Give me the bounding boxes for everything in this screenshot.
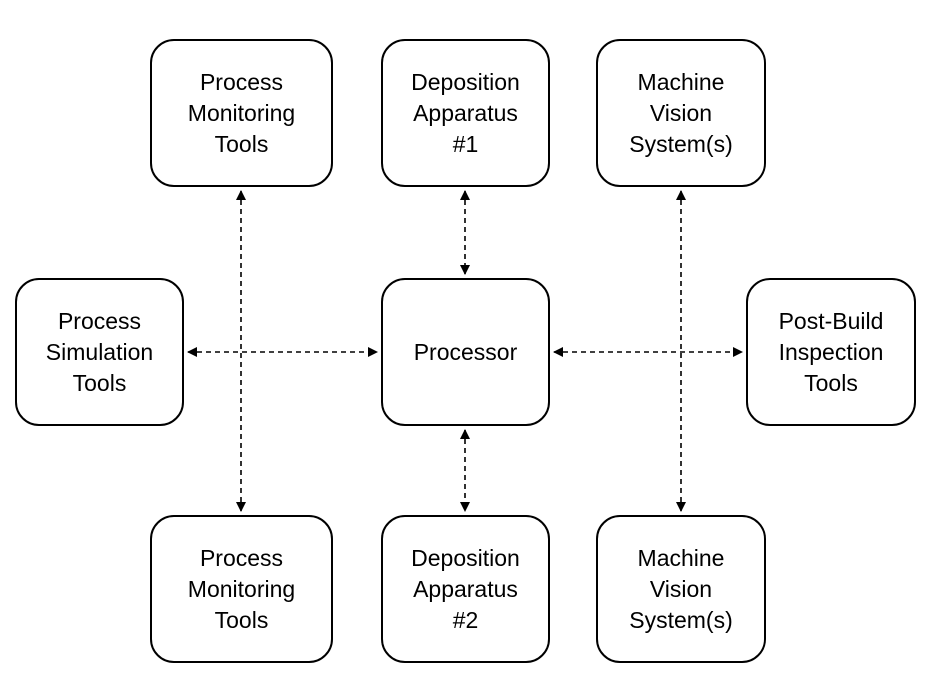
- post-build-inspection-tools-label: Post-Build Inspection Tools: [779, 306, 884, 399]
- deposition-apparatus-1-label: Deposition Apparatus #1: [411, 67, 520, 160]
- machine-vision-systems-bottom-box: Machine Vision System(s): [596, 515, 766, 663]
- machine-vision-systems-top-label: Machine Vision System(s): [629, 67, 733, 160]
- processor-label: Processor: [414, 337, 518, 368]
- machine-vision-systems-top-box: Machine Vision System(s): [596, 39, 766, 187]
- machine-vision-systems-bottom-label: Machine Vision System(s): [629, 543, 733, 636]
- post-build-inspection-tools-box: Post-Build Inspection Tools: [746, 278, 916, 426]
- process-monitoring-tools-bottom-label: Process Monitoring Tools: [188, 543, 295, 636]
- deposition-apparatus-2-box: Deposition Apparatus #2: [381, 515, 550, 663]
- deposition-apparatus-2-label: Deposition Apparatus #2: [411, 543, 520, 636]
- processor-box: Processor: [381, 278, 550, 426]
- process-simulation-tools-box: Process Simulation Tools: [15, 278, 184, 426]
- process-simulation-tools-label: Process Simulation Tools: [46, 306, 153, 399]
- deposition-apparatus-1-box: Deposition Apparatus #1: [381, 39, 550, 187]
- process-monitoring-tools-top-box: Process Monitoring Tools: [150, 39, 333, 187]
- process-monitoring-tools-top-label: Process Monitoring Tools: [188, 67, 295, 160]
- process-monitoring-tools-bottom-box: Process Monitoring Tools: [150, 515, 333, 663]
